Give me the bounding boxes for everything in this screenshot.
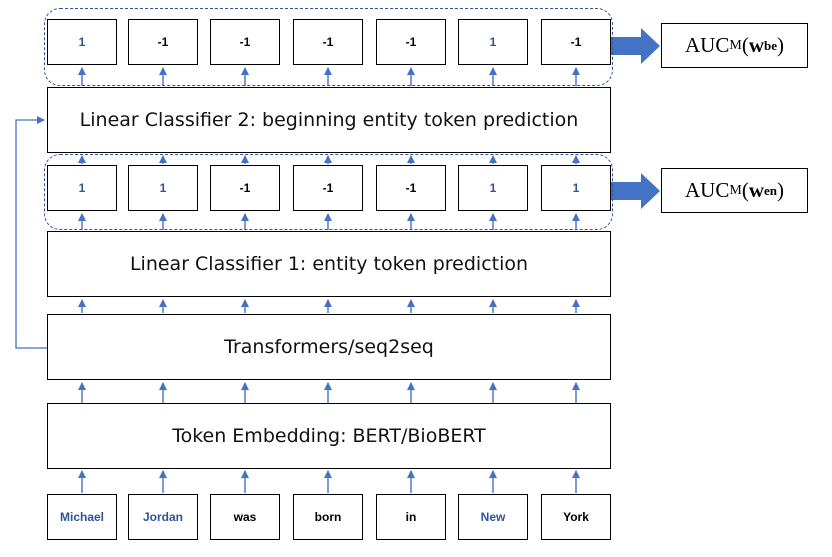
beginning-prediction-box-5: 1 — [458, 19, 528, 65]
entity-prediction-box-4: -1 — [376, 165, 446, 211]
block-arrow-be — [611, 28, 660, 64]
entity-prediction-box-6: 1 — [541, 165, 611, 211]
input-token-box-5: New — [458, 494, 528, 540]
entity-prediction-box-5: 1 — [458, 165, 528, 211]
entity-prediction-box-3: -1 — [293, 165, 363, 211]
entity-prediction-box-2: -1 — [210, 165, 280, 211]
transformer-layer: Transformers/seq2seq — [47, 314, 611, 380]
linear-classifier-2: Linear Classifier 2: beginning entity to… — [47, 87, 611, 153]
beginning-prediction-box-4: -1 — [376, 19, 446, 65]
input-token-box-4: in — [376, 494, 446, 540]
beginning-prediction-box-6: -1 — [541, 19, 611, 65]
beginning-prediction-box-0: 1 — [47, 19, 117, 65]
input-token-box-0: Michael — [47, 494, 117, 540]
feedback-connector — [15, 116, 47, 349]
input-token-box-3: born — [293, 494, 363, 540]
input-token-box-6: York — [541, 494, 611, 540]
entity-prediction-group — [44, 154, 613, 230]
input-token-box-1: Jordan — [128, 494, 198, 540]
token-embedding-layer: Token Embedding: BERT/BioBERT — [47, 403, 611, 469]
linear-classifier-1: Linear Classifier 1: entity token predic… — [47, 231, 611, 297]
beginning-prediction-box-2: -1 — [210, 19, 280, 65]
entity-prediction-box-1: 1 — [128, 165, 198, 211]
beginning-prediction-box-1: -1 — [128, 19, 198, 65]
beginning-prediction-box-3: -1 — [293, 19, 363, 65]
input-token-box-2: was — [210, 494, 280, 540]
block-arrow-en — [611, 173, 660, 209]
beginning-prediction-group — [44, 8, 613, 86]
entity-prediction-box-0: 1 — [47, 165, 117, 211]
